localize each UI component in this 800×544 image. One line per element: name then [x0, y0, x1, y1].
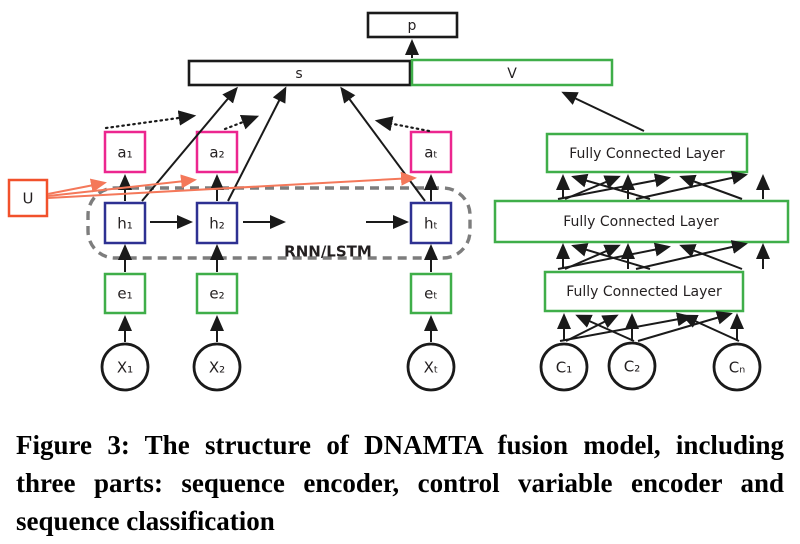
- fc-arrow: [635, 170, 748, 200]
- orange-arrow-u-a1: [47, 178, 107, 195]
- hidden-label-t: hₜ: [424, 215, 438, 233]
- fc-arrow: [557, 242, 671, 270]
- hidden-box-1: [103, 201, 147, 245]
- control-vector-v-box: [410, 58, 614, 87]
- output-p-label: p: [408, 18, 417, 34]
- output-p-box: [366, 11, 459, 39]
- control-label-1: C₁: [556, 359, 573, 377]
- hidden-label-2: h₂: [209, 215, 225, 233]
- caption-line-2: three parts: sequence encoder, control v…: [16, 468, 784, 498]
- embedding-box-1: [103, 272, 147, 315]
- hidden-label-1: h₁: [117, 215, 133, 233]
- dotted-arrow-at-s: [374, 116, 431, 133]
- input-row: X₁ X₂ Xₜ: [100, 342, 456, 392]
- sequence-vector-s-label: s: [295, 66, 302, 82]
- caption-line-1: Figure 3: The structure of DNAMTA fusion…: [16, 430, 784, 460]
- rnn-lstm-label: RNN/LSTM: [284, 243, 372, 261]
- arrow-h1-s: [141, 86, 238, 202]
- fc-arrow: [557, 173, 671, 200]
- figure-caption: Figure 3: The structure of DNAMTA fusion…: [8, 426, 792, 540]
- caption-line-3: sequence classification: [16, 506, 275, 536]
- attention-to-s-dotted-arrows: [104, 110, 431, 133]
- model-diagram: RNN/LSTM p s V U a₁ a₂ aₜ h₁ h₂ hₜ e₁ e₂…: [7, 11, 790, 392]
- attention-box-1: [103, 130, 147, 174]
- fc-layer-bottom-label: Fully Connected Layer: [566, 284, 722, 300]
- fc-arrow: [635, 240, 748, 270]
- embedding-box-t: [409, 272, 453, 315]
- control-row: C₁ C₂ Cₙ: [539, 341, 762, 392]
- attention-label-2: a₂: [209, 144, 224, 162]
- context-u-label: U: [23, 190, 34, 208]
- fc-arrow: [681, 314, 740, 342]
- input-circle-1: [100, 342, 150, 392]
- control-to-fc-arrows: [557, 310, 744, 342]
- fc-layer-middle-box: [493, 199, 790, 244]
- dotted-arrow-a2-s: [223, 114, 260, 131]
- embedding-label-1: e₁: [117, 285, 132, 303]
- fc-layer-bottom-box: [543, 270, 745, 313]
- fc-layer-middle-label: Fully Connected Layer: [563, 214, 719, 230]
- fc-arrow: [565, 314, 619, 342]
- control-vector-v-label: V: [507, 66, 517, 82]
- fc-middle-to-top-arrows: [556, 170, 770, 200]
- attention-row: a₁ a₂ aₜ: [103, 130, 453, 174]
- input-label-2: X₂: [209, 359, 225, 377]
- rnn-lstm-container: [86, 186, 472, 260]
- fc-arrow: [575, 314, 635, 342]
- control-label-n: Cₙ: [729, 359, 745, 377]
- input-to-embedding-arrows: [118, 315, 438, 342]
- control-label-2: C₂: [624, 358, 641, 376]
- context-to-attention-arrows: [47, 171, 417, 199]
- input-label-t: Xₜ: [424, 359, 439, 377]
- attention-box-2: [195, 130, 239, 174]
- fc-arrow: [637, 310, 733, 342]
- fc-stack: Fully Connected Layer Fully Connected La…: [493, 132, 790, 313]
- arrow-fc-v: [561, 91, 645, 132]
- orange-arrow-u-at: [47, 171, 417, 199]
- attention-label-1: a₁: [117, 144, 132, 162]
- orange-arrow-u-a2: [47, 174, 197, 197]
- hidden-box-t: [409, 201, 453, 245]
- attention-label-t: aₜ: [424, 144, 438, 162]
- embedding-label-t: eₜ: [424, 285, 438, 303]
- hidden-box-2: [195, 201, 239, 245]
- control-circle-n: [712, 342, 762, 392]
- sequence-vector-s-box: [187, 59, 412, 87]
- fc-arrow: [559, 312, 693, 342]
- fc-layer-top-label: Fully Connected Layer: [569, 146, 725, 162]
- control-circle-2: [607, 341, 657, 391]
- input-label-1: X₁: [117, 359, 133, 377]
- input-circle-t: [406, 342, 456, 392]
- input-circle-2: [192, 342, 242, 392]
- fc-arrow: [679, 244, 743, 270]
- fc-arrow: [679, 174, 743, 200]
- hidden-row: h₁ h₂ hₜ: [103, 201, 453, 245]
- embedding-to-hidden-arrows: [118, 244, 438, 272]
- arrow-h2-s: [227, 86, 287, 202]
- fc-layer-top-box: [545, 132, 749, 174]
- control-circle-1: [539, 342, 589, 392]
- embedding-label-2: e₂: [209, 285, 224, 303]
- context-u-box: [7, 178, 49, 218]
- attention-box-t: [409, 130, 453, 174]
- dotted-arrow-a1-s: [104, 110, 197, 130]
- fc-bottom-to-middle-arrows: [556, 240, 770, 270]
- embedding-row: e₁ e₂ eₜ: [103, 272, 453, 315]
- embedding-box-2: [195, 272, 239, 315]
